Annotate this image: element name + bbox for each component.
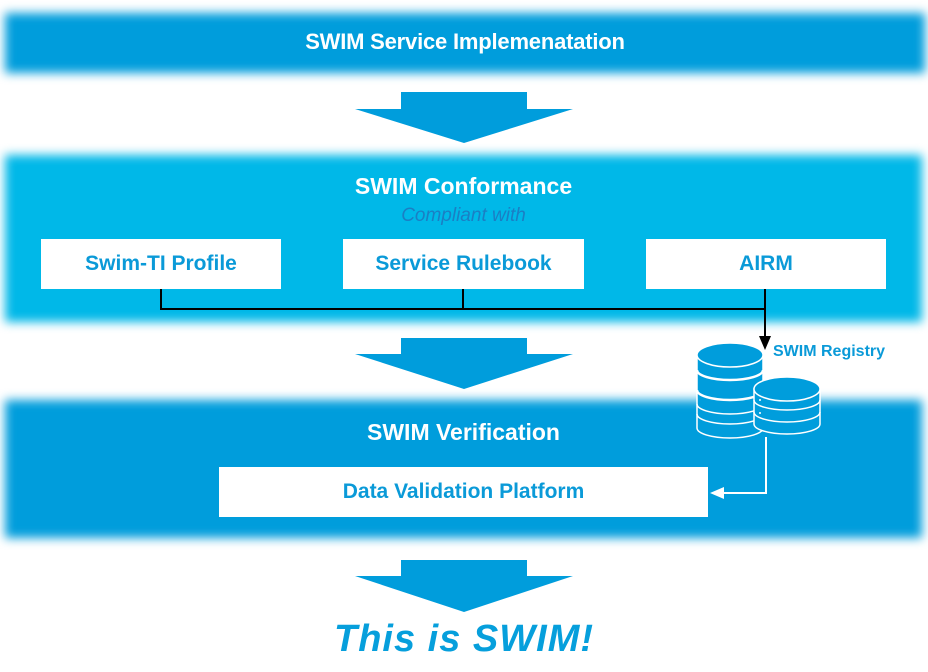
flow-arrow-2 (355, 338, 573, 389)
database-icon (695, 342, 821, 439)
conformance-connector (160, 289, 766, 340)
registry-arrowhead (710, 487, 724, 499)
implementation-band: SWIM Service Implemenatation (5, 13, 925, 73)
service-rulebook-label: Service Rulebook (375, 252, 552, 275)
database-large (695, 342, 765, 439)
connector-arrowhead (759, 336, 771, 350)
swim-ti-profile-box: Swim-TI Profile (41, 239, 281, 289)
swim-ti-profile-label: Swim-TI Profile (85, 252, 237, 275)
swim-registry-label: SWIM Registry (773, 343, 886, 360)
airm-box: AIRM (646, 239, 886, 289)
registry-connector (720, 437, 767, 494)
data-validation-platform-box: Data Validation Platform (219, 467, 708, 517)
flow-arrow-1 (355, 92, 573, 143)
verification-title: SWIM Verification (367, 419, 560, 445)
data-validation-platform-label: Data Validation Platform (342, 480, 585, 503)
implementation-title: SWIM Service Implemenatation (305, 29, 625, 54)
conformance-subtitle: Compliant with (401, 205, 526, 226)
conformance-title: SWIM Conformance (354, 173, 573, 199)
flow-arrow-3 (355, 560, 573, 612)
airm-label: AIRM (739, 252, 793, 275)
closing-slogan: This is SWIM! (334, 618, 594, 660)
band-background (5, 13, 925, 73)
service-rulebook-box: Service Rulebook (343, 239, 584, 289)
database-small (753, 376, 821, 435)
